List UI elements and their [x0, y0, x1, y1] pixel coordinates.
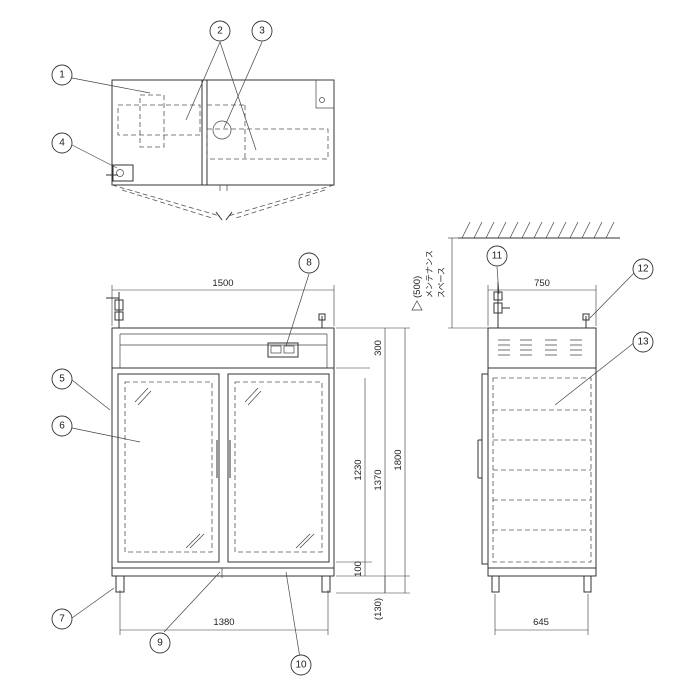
callout-13: 13 — [632, 331, 654, 353]
callout-5: 5 — [51, 368, 73, 390]
front-dimensions: 1500 1380 300 1230 1370 1800 100 (130) — [111, 278, 410, 635]
maintenance-line2: スペース — [437, 267, 446, 298]
callout-11: 11 — [486, 245, 508, 267]
side-view — [448, 221, 620, 593]
dim-front-width: 1500 — [212, 278, 233, 289]
callout-label-7: 7 — [59, 614, 65, 625]
callout-6: 6 — [51, 415, 73, 437]
front-view — [106, 292, 335, 593]
callout-label-1: 1 — [59, 70, 65, 81]
callout-label-11: 11 — [492, 251, 503, 262]
callout-label-13: 13 — [637, 337, 649, 348]
callout-3: 3 — [251, 20, 273, 42]
dim-top-panel: 300 — [373, 340, 384, 356]
maintenance-value: (500) — [412, 276, 423, 298]
callout-label-6: 6 — [59, 421, 65, 432]
callout-12: 12 — [632, 258, 654, 280]
dim-base: 100 — [353, 561, 364, 577]
dim-legs: (130) — [373, 598, 384, 620]
callout-9: 9 — [149, 632, 171, 654]
dim-side-depth: 750 — [534, 278, 550, 289]
callout-label-5: 5 — [59, 374, 65, 385]
warning-triangle-icon — [411, 300, 423, 311]
callout-2: 2 — [209, 20, 231, 42]
callout-label-3: 3 — [259, 26, 265, 37]
callout-8: 8 — [298, 252, 320, 274]
callout-1: 1 — [51, 64, 73, 86]
callout-label-8: 8 — [306, 258, 312, 269]
maintenance-line1: メンテナンス — [425, 250, 434, 298]
callout-label-10: 10 — [295, 660, 307, 671]
leader-lines — [71, 41, 636, 659]
callout-label-12: 12 — [637, 264, 649, 275]
top-view — [106, 79, 335, 221]
dim-side-inner-depth: 645 — [533, 617, 549, 628]
dim-body-height: 1370 — [373, 469, 384, 490]
callout-10: 10 — [290, 654, 312, 676]
callout-label-9: 9 — [157, 638, 163, 649]
callout-4: 4 — [51, 132, 73, 154]
dim-total-height: 1800 — [393, 449, 404, 470]
dim-door-height: 1230 — [353, 459, 364, 480]
callout-label-4: 4 — [59, 138, 65, 149]
side-dimensions: 750 645 (500) メンテナンス スペース — [411, 250, 597, 635]
callout-label-2: 2 — [217, 26, 223, 37]
dim-door-width: 1380 — [213, 617, 234, 628]
callout-7: 7 — [51, 608, 73, 630]
